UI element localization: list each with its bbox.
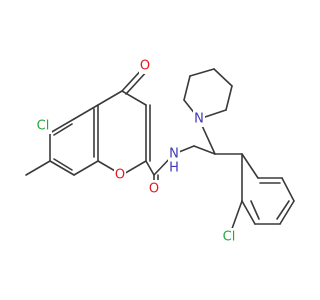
piperidine-bond: [213, 68, 233, 87]
phenyl-ring-bond: [241, 200, 256, 225]
side-chain-bond: [193, 145, 216, 155]
pyranone-ring-bond: [97, 90, 123, 106]
atom-labels: Cl O O O N H N Cl: [34, 57, 239, 245]
nitrogen-atom-piperidine: N: [194, 112, 204, 127]
benzo-ring-bond: [49, 160, 75, 176]
piperidine-bond: [225, 85, 233, 111]
piperidine-bond: [189, 68, 215, 77]
benzo-ring-bond: [73, 160, 99, 176]
amide-carbon-bond: [145, 160, 155, 176]
oxygen-atom-amide: O: [149, 182, 159, 197]
benzo-ring-bond: [73, 104, 99, 120]
phenyl-inner-bond: [276, 200, 290, 220]
bond-lines: [25, 65, 295, 238]
phenyl-ring-bond: [279, 200, 295, 225]
phenyl-ring-bond: [241, 153, 259, 179]
aromatic-inner-bond: [53, 123, 73, 136]
phenyl-inner-bond: [250, 200, 260, 220]
oxygen-atom-ring: O: [115, 168, 125, 183]
oxygen-atom-ketone: O: [140, 59, 150, 74]
nitrogen-atom-amide: N: [169, 147, 179, 162]
benzo-ring-bond: [49, 118, 75, 134]
aromatic-inner-bond: [53, 158, 73, 171]
methyl-bond: [25, 160, 51, 176]
pyranone-ring-bond: [121, 90, 147, 106]
piperidine-bond: [183, 75, 191, 101]
chlorine-atom-phenyl: Cl: [223, 230, 236, 245]
hydrogen-atom-amide: H: [169, 161, 179, 176]
chlorine-atom-chromone: Cl: [37, 119, 50, 134]
phenyl-ring-bond: [281, 177, 295, 202]
chemical-structure-diagram: Cl O O O N H N Cl: [25, 57, 295, 245]
